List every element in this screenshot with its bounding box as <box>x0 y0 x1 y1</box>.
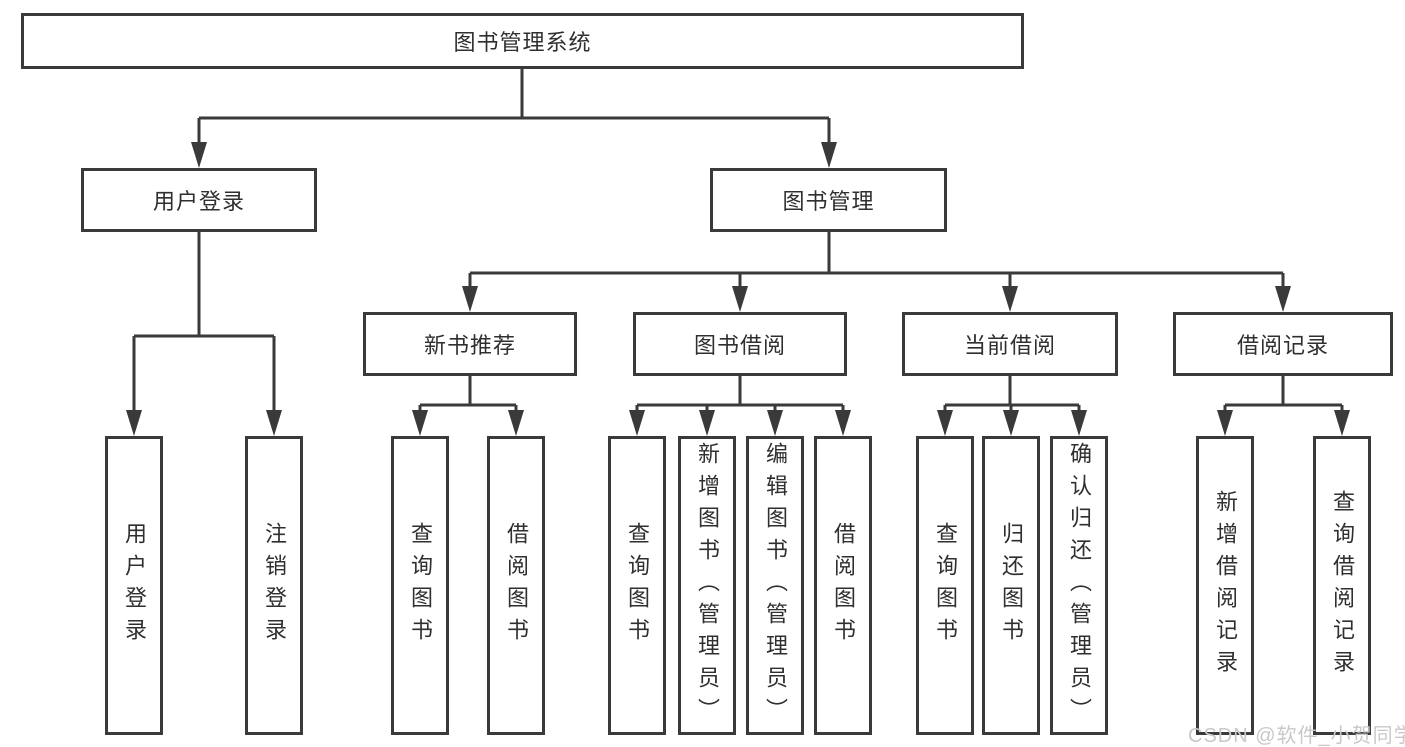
node-edit-book-admin-label: 编辑图书（管理员） <box>763 441 788 730</box>
arrowhead <box>767 410 783 436</box>
node-borrow-books: 借阅图书 <box>814 436 872 735</box>
node-query-books-borrowing-label: 查询图书 <box>625 521 650 650</box>
arrowhead <box>191 142 207 168</box>
node-borrowing-records-label: 借阅记录 <box>1236 333 1329 358</box>
node-new-book-recommend: 新书推荐 <box>363 312 577 376</box>
node-logout: 注销登录 <box>245 436 303 735</box>
node-user-login-label: 用户登录 <box>152 189 245 214</box>
node-borrowing-records: 借阅记录 <box>1173 312 1393 376</box>
arrowhead <box>1002 286 1018 312</box>
node-user-login: 用户登录 <box>81 168 317 232</box>
node-login: 用户登录 <box>105 436 163 735</box>
node-book-management-label: 图书管理 <box>782 189 875 214</box>
node-current-borrowing-label: 当前借阅 <box>963 333 1056 358</box>
arrowhead <box>937 410 953 436</box>
arrowhead <box>1071 410 1087 436</box>
node-query-borrow-record-label: 查询借阅记录 <box>1330 489 1355 682</box>
node-return-books-label: 归还图书 <box>999 521 1024 650</box>
node-borrow-books-recommend: 借阅图书 <box>487 436 545 735</box>
node-add-borrow-record-label: 新增借阅记录 <box>1213 489 1238 682</box>
node-query-books-recommend-label: 查询图书 <box>408 521 433 650</box>
node-root-label: 图书管理系统 <box>453 30 592 55</box>
arrowhead <box>508 410 524 436</box>
arrowhead <box>835 410 851 436</box>
node-query-books-borrowing: 查询图书 <box>608 436 666 735</box>
node-confirm-return-admin: 确认归还（管理员） <box>1050 436 1108 735</box>
node-current-borrowing: 当前借阅 <box>902 312 1118 376</box>
arrowhead <box>699 410 715 436</box>
node-add-borrow-record: 新增借阅记录 <box>1196 436 1254 735</box>
node-borrow-books-recommend-label: 借阅图书 <box>504 521 529 650</box>
edge-bookmgmt-children <box>468 232 1285 294</box>
edge-root-to-level2 <box>197 69 831 150</box>
node-add-book-admin: 新增图书（管理员） <box>678 436 736 735</box>
node-logout-label: 注销登录 <box>262 521 287 650</box>
node-query-borrow-record: 查询借阅记录 <box>1313 436 1371 735</box>
node-borrow-books-label: 借阅图书 <box>831 521 856 650</box>
arrowhead <box>1003 410 1019 436</box>
csdn-watermark: CSDN @软件_小贺同学 <box>1188 725 1405 747</box>
arrowhead <box>821 142 837 168</box>
node-book-borrowing: 图书借阅 <box>633 312 847 376</box>
arrowhead <box>1217 410 1233 436</box>
node-book-management: 图书管理 <box>710 168 947 232</box>
node-new-book-recommend-label: 新书推荐 <box>423 333 516 358</box>
node-query-books-recommend: 查询图书 <box>391 436 449 735</box>
edge-borrowing-children <box>635 376 845 418</box>
arrowhead <box>462 286 478 312</box>
arrowhead <box>126 410 142 436</box>
arrowhead <box>412 410 428 436</box>
node-confirm-return-admin-label: 确认归还（管理员） <box>1067 441 1092 730</box>
arrowhead <box>629 410 645 436</box>
edge-records-children <box>1223 376 1344 418</box>
node-query-books-current: 查询图书 <box>916 436 974 735</box>
edge-userlogin-children <box>132 232 276 418</box>
arrowhead <box>1334 410 1350 436</box>
edge-newbook-children <box>418 376 518 418</box>
node-login-label: 用户登录 <box>122 521 147 650</box>
arrowhead <box>266 410 282 436</box>
node-book-borrowing-label: 图书借阅 <box>693 333 786 358</box>
node-root: 图书管理系统 <box>21 13 1024 69</box>
node-return-books: 归还图书 <box>982 436 1040 735</box>
node-add-book-admin-label: 新增图书（管理员） <box>695 441 720 730</box>
arrowhead <box>1275 286 1291 312</box>
arrowhead <box>732 286 748 312</box>
node-query-books-current-label: 查询图书 <box>933 521 958 650</box>
node-edit-book-admin: 编辑图书（管理员） <box>746 436 804 735</box>
